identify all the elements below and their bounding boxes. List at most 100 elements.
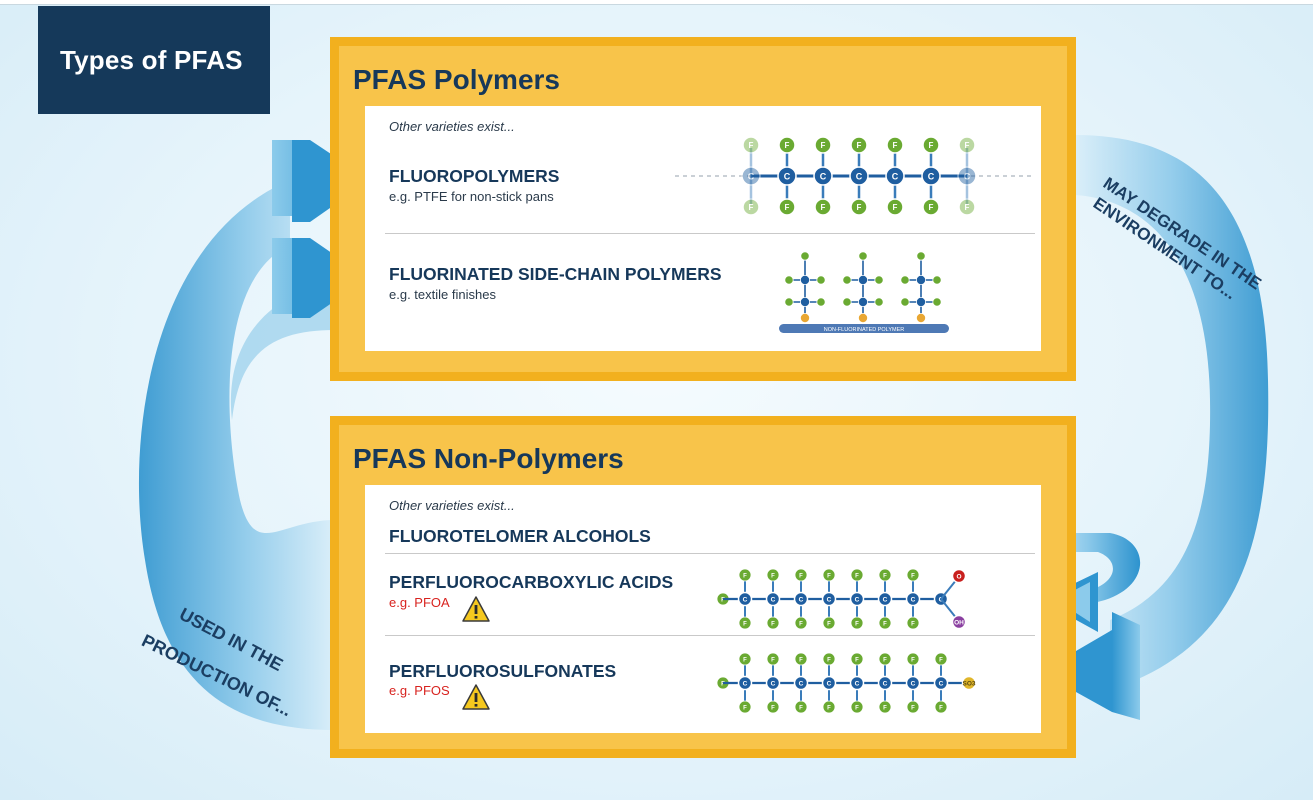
svg-text:F: F — [721, 597, 725, 603]
svg-text:C: C — [939, 680, 944, 687]
fluorine-atom: F — [934, 652, 948, 666]
svg-text:C: C — [784, 171, 791, 181]
fluorine-atom: F — [814, 136, 832, 154]
svg-text:F: F — [721, 681, 725, 687]
svg-text:F: F — [771, 573, 775, 579]
carbon-atom: C — [849, 675, 865, 691]
carbon-atom: C — [765, 591, 781, 607]
carbon-atom: C — [905, 591, 921, 607]
svg-text:F: F — [893, 203, 898, 212]
carbon-atom: C — [921, 166, 941, 186]
carbon-atom — [858, 297, 869, 308]
non-polymers-note: Other varieties exist... — [389, 498, 515, 513]
svg-text:C: C — [771, 680, 776, 687]
fluorine-atom: F — [906, 616, 920, 630]
side-chain-title: FLUORINATED SIDE-CHAIN POLYMERS — [389, 264, 722, 284]
fluorine-atom — [932, 297, 942, 307]
non-polymers-divider-2 — [385, 635, 1035, 636]
svg-text:F: F — [827, 657, 831, 663]
svg-text:C: C — [827, 596, 832, 603]
pfoa-molecule: FFFCFFCFFCFFCFFCFFCFFCCOOH — [716, 568, 967, 630]
fluorine-atom: F — [738, 616, 752, 630]
fluorine-atom: F — [822, 652, 836, 666]
carbon-atom: C — [849, 166, 869, 186]
fluorine-atom: F — [822, 616, 836, 630]
svg-text:C: C — [743, 596, 748, 603]
fluorine-atom: F — [794, 652, 808, 666]
pfoa-warning-icon — [462, 596, 490, 622]
svg-text:F: F — [855, 573, 859, 579]
sulfonate-group: SO3 — [961, 675, 977, 691]
carbon-atom: C — [737, 675, 753, 691]
fluorine-atom: F — [850, 652, 864, 666]
polymers-panel: PFAS Polymers Other varieties exist... F… — [330, 37, 1076, 381]
right-arrow-head-lower-glow — [1112, 612, 1140, 720]
page-title: Types of PFAS — [38, 6, 270, 114]
svg-text:F: F — [855, 657, 859, 663]
non-polymers-panel: PFAS Non-Polymers Other varieties exist.… — [330, 416, 1076, 758]
svg-text:C: C — [820, 171, 827, 181]
carbon-atom: C — [793, 591, 809, 607]
linker-atom — [915, 313, 926, 324]
right-arrow-band — [1075, 135, 1269, 690]
carbon-atom: C — [777, 166, 797, 186]
non-polymers-inner: Other varieties exist... FLUOROTELOMER A… — [365, 485, 1041, 733]
svg-text:F: F — [771, 621, 775, 627]
carbon-atom — [799, 275, 810, 286]
svg-text:F: F — [821, 141, 826, 150]
fluorine-atom — [858, 251, 868, 261]
svg-text:C: C — [883, 680, 888, 687]
svg-text:F: F — [827, 621, 831, 627]
fluorine-atom: F — [850, 568, 864, 582]
carbon-atom: C — [813, 166, 833, 186]
fluorine-atom: F — [958, 136, 976, 154]
svg-text:C: C — [892, 171, 899, 181]
svg-text:C: C — [748, 171, 755, 181]
svg-text:F: F — [911, 573, 915, 579]
fluorine-atom — [932, 275, 942, 285]
svg-text:O: O — [956, 573, 961, 580]
polymers-note: Other varieties exist... — [389, 119, 515, 134]
svg-text:F: F — [857, 141, 862, 150]
svg-text:F: F — [855, 705, 859, 711]
right-arrow-head-lower — [1040, 630, 1112, 712]
svg-text:C: C — [743, 680, 748, 687]
polymers-inner: Other varieties exist... FLUOROPOLYMERS … — [365, 106, 1041, 351]
oxygen-atom: O — [951, 568, 967, 584]
hydroxyl-group: OH — [951, 614, 967, 630]
fluorine-atom: F — [738, 568, 752, 582]
pfca-title: PERFLUOROCARBOXYLIC ACIDS — [389, 572, 674, 592]
svg-text:C: C — [911, 596, 916, 603]
fluorine-atom: F — [794, 568, 808, 582]
svg-text:C: C — [855, 596, 860, 603]
fluorine-atom: F — [906, 700, 920, 714]
fluorine-atom: F — [850, 700, 864, 714]
fluorine-atom: F — [850, 616, 864, 630]
fluorine-atom: F — [766, 616, 780, 630]
carbon-atom: C — [793, 675, 809, 691]
fluorine-atom: F — [878, 568, 892, 582]
top-border-line — [0, 0, 1313, 5]
svg-text:F: F — [799, 657, 803, 663]
fluorine-atom: F — [906, 652, 920, 666]
fluorine-atom: F — [934, 700, 948, 714]
pfs-title: PERFLUOROSULFONATES — [389, 661, 617, 681]
fluorine-atom: F — [958, 198, 976, 216]
carbon-atom: C — [877, 675, 893, 691]
carbon-atom: C — [821, 675, 837, 691]
fluorine-atom: F — [766, 700, 780, 714]
fluorine-atom: F — [886, 198, 904, 216]
carbon-atom: C — [741, 166, 761, 186]
pfos-warning-icon — [462, 684, 490, 710]
svg-text:F: F — [743, 573, 747, 579]
fluorine-atom: F — [778, 136, 796, 154]
fluorine-atom — [842, 275, 852, 285]
carbon-atom: C — [957, 166, 977, 186]
fluorine-atom: F — [886, 136, 904, 154]
fluorine-atom: F — [850, 136, 868, 154]
fluorine-atom — [816, 297, 826, 307]
fluoropolymers-title: FLUOROPOLYMERS — [389, 166, 560, 186]
pfoa-example: e.g. PFOA — [389, 595, 450, 610]
